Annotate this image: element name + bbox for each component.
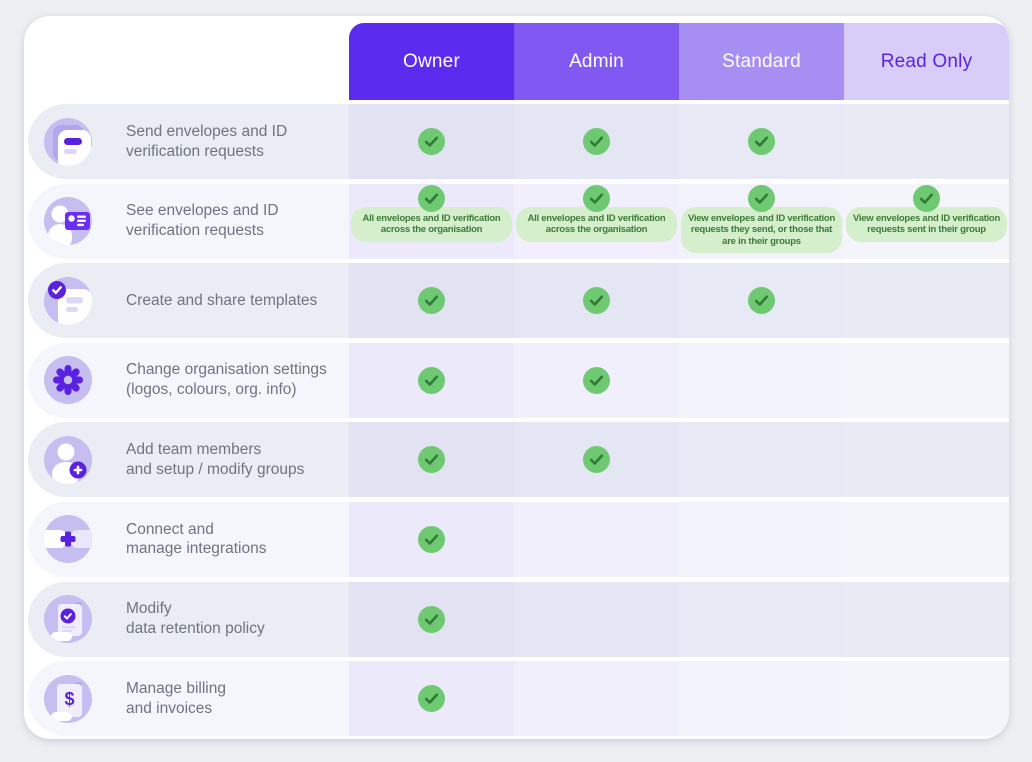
cell-owner bbox=[349, 263, 514, 339]
cell-admin: All envelopes and ID verification across… bbox=[514, 184, 679, 259]
cell-admin bbox=[514, 661, 679, 736]
feature-label: Send envelopes and ID verification reque… bbox=[126, 122, 288, 160]
feature-label-area: Create and share templates bbox=[28, 263, 349, 338]
cell-admin bbox=[514, 343, 679, 418]
cell-owner: All envelopes and ID verification across… bbox=[349, 183, 514, 259]
table-row: See envelopes and ID verification reques… bbox=[28, 183, 1009, 259]
permission-note: View envelopes and ID verification reque… bbox=[681, 206, 842, 254]
cell-owner bbox=[349, 501, 514, 577]
send-envelopes-icon bbox=[44, 117, 92, 166]
feature-label: Create and share templates bbox=[126, 291, 318, 309]
table-row: Change organisation settings (logos, col… bbox=[28, 342, 1009, 418]
check-icon bbox=[418, 605, 445, 633]
cell-owner bbox=[349, 104, 514, 179]
templates-icon bbox=[44, 276, 92, 325]
feature-label: Add team members and setup / modify grou… bbox=[126, 441, 305, 478]
svg-text:$: $ bbox=[64, 689, 74, 709]
check-icon bbox=[748, 128, 775, 155]
feature-label-area: $ Manage billing and invoices bbox=[28, 661, 349, 736]
cell-admin bbox=[514, 502, 679, 577]
check-icon bbox=[913, 184, 940, 212]
cell-standard: View envelopes and ID verification reque… bbox=[679, 184, 844, 259]
feature-label-area: Connect and manage integrations bbox=[28, 502, 349, 577]
check-icon bbox=[748, 184, 775, 212]
check-icon bbox=[583, 366, 610, 394]
cell-standard bbox=[679, 661, 844, 736]
table-row: Create and share templates bbox=[28, 263, 1009, 339]
column-header-admin: Admin bbox=[514, 23, 679, 100]
cell-standard bbox=[679, 263, 844, 338]
cell-admin bbox=[514, 422, 679, 497]
team-members-icon bbox=[44, 435, 92, 484]
table-row: Send envelopes and ID verification reque… bbox=[28, 104, 1009, 179]
integrations-icon bbox=[44, 515, 92, 564]
check-icon bbox=[418, 128, 445, 155]
feature-label-area: Send envelopes and ID verification reque… bbox=[28, 104, 349, 179]
feature-label: Change organisation settings (logos, col… bbox=[126, 361, 327, 399]
cell-owner bbox=[349, 661, 514, 737]
cell-owner bbox=[349, 342, 514, 418]
cell-read-only bbox=[844, 661, 1009, 736]
feature-label-area: Add team members and setup / modify grou… bbox=[28, 422, 349, 497]
table-row: $ Manage billing and invoices bbox=[28, 661, 1009, 737]
feature-label-area: Change organisation settings (logos, col… bbox=[28, 343, 349, 418]
column-header-standard: Standard bbox=[679, 23, 844, 100]
feature-rows: Send envelopes and ID verification reque… bbox=[28, 104, 1009, 739]
cell-admin bbox=[514, 104, 679, 179]
check-icon bbox=[583, 184, 610, 212]
cell-admin bbox=[514, 263, 679, 338]
cell-admin bbox=[514, 582, 679, 657]
cell-owner bbox=[349, 422, 514, 498]
feature-label: Manage billing and invoices bbox=[126, 679, 226, 717]
cell-owner bbox=[349, 581, 514, 657]
cell-standard bbox=[679, 502, 844, 577]
billing-icon: $ bbox=[44, 674, 92, 723]
column-header-owner: Owner bbox=[349, 23, 514, 100]
permission-note: All envelopes and ID verification across… bbox=[351, 206, 512, 242]
feature-label-area: Modify data retention policy bbox=[28, 582, 349, 657]
cell-read-only bbox=[844, 263, 1009, 338]
check-icon bbox=[418, 184, 445, 212]
feature-label-area: See envelopes and ID verification reques… bbox=[28, 184, 349, 259]
check-icon bbox=[583, 287, 610, 315]
check-icon bbox=[583, 446, 610, 474]
data-retention-icon bbox=[44, 595, 92, 644]
feature-label: See envelopes and ID verification reques… bbox=[126, 202, 279, 240]
see-envelopes-icon bbox=[44, 197, 92, 246]
cell-standard bbox=[679, 343, 844, 418]
cell-read-only bbox=[844, 502, 1009, 577]
check-icon bbox=[418, 366, 445, 394]
cell-standard bbox=[679, 104, 844, 179]
feature-label: Modify data retention policy bbox=[126, 600, 265, 638]
cell-standard bbox=[679, 422, 844, 497]
check-icon bbox=[748, 287, 775, 315]
cell-read-only bbox=[844, 422, 1009, 497]
check-icon bbox=[418, 446, 445, 474]
cell-standard bbox=[679, 582, 844, 657]
cell-read-only bbox=[844, 104, 1009, 179]
cell-read-only bbox=[844, 343, 1009, 418]
check-icon bbox=[583, 128, 610, 155]
check-icon bbox=[418, 287, 445, 315]
table-row: Add team members and setup / modify grou… bbox=[28, 422, 1009, 498]
check-icon bbox=[418, 525, 445, 553]
cell-read-only bbox=[844, 582, 1009, 657]
feature-label: Connect and manage integrations bbox=[126, 520, 267, 558]
table-row: Connect and manage integrations bbox=[28, 501, 1009, 577]
permission-note: View envelopes and ID verification reque… bbox=[846, 206, 1007, 242]
cell-read-only: View envelopes and ID verification reque… bbox=[844, 184, 1009, 259]
check-icon bbox=[418, 685, 445, 713]
permission-note: All envelopes and ID verification across… bbox=[516, 206, 677, 242]
organisation-settings-icon bbox=[44, 356, 92, 405]
table-row: Modify data retention policy bbox=[28, 581, 1009, 657]
column-header-read-only: Read Only bbox=[844, 23, 1009, 100]
